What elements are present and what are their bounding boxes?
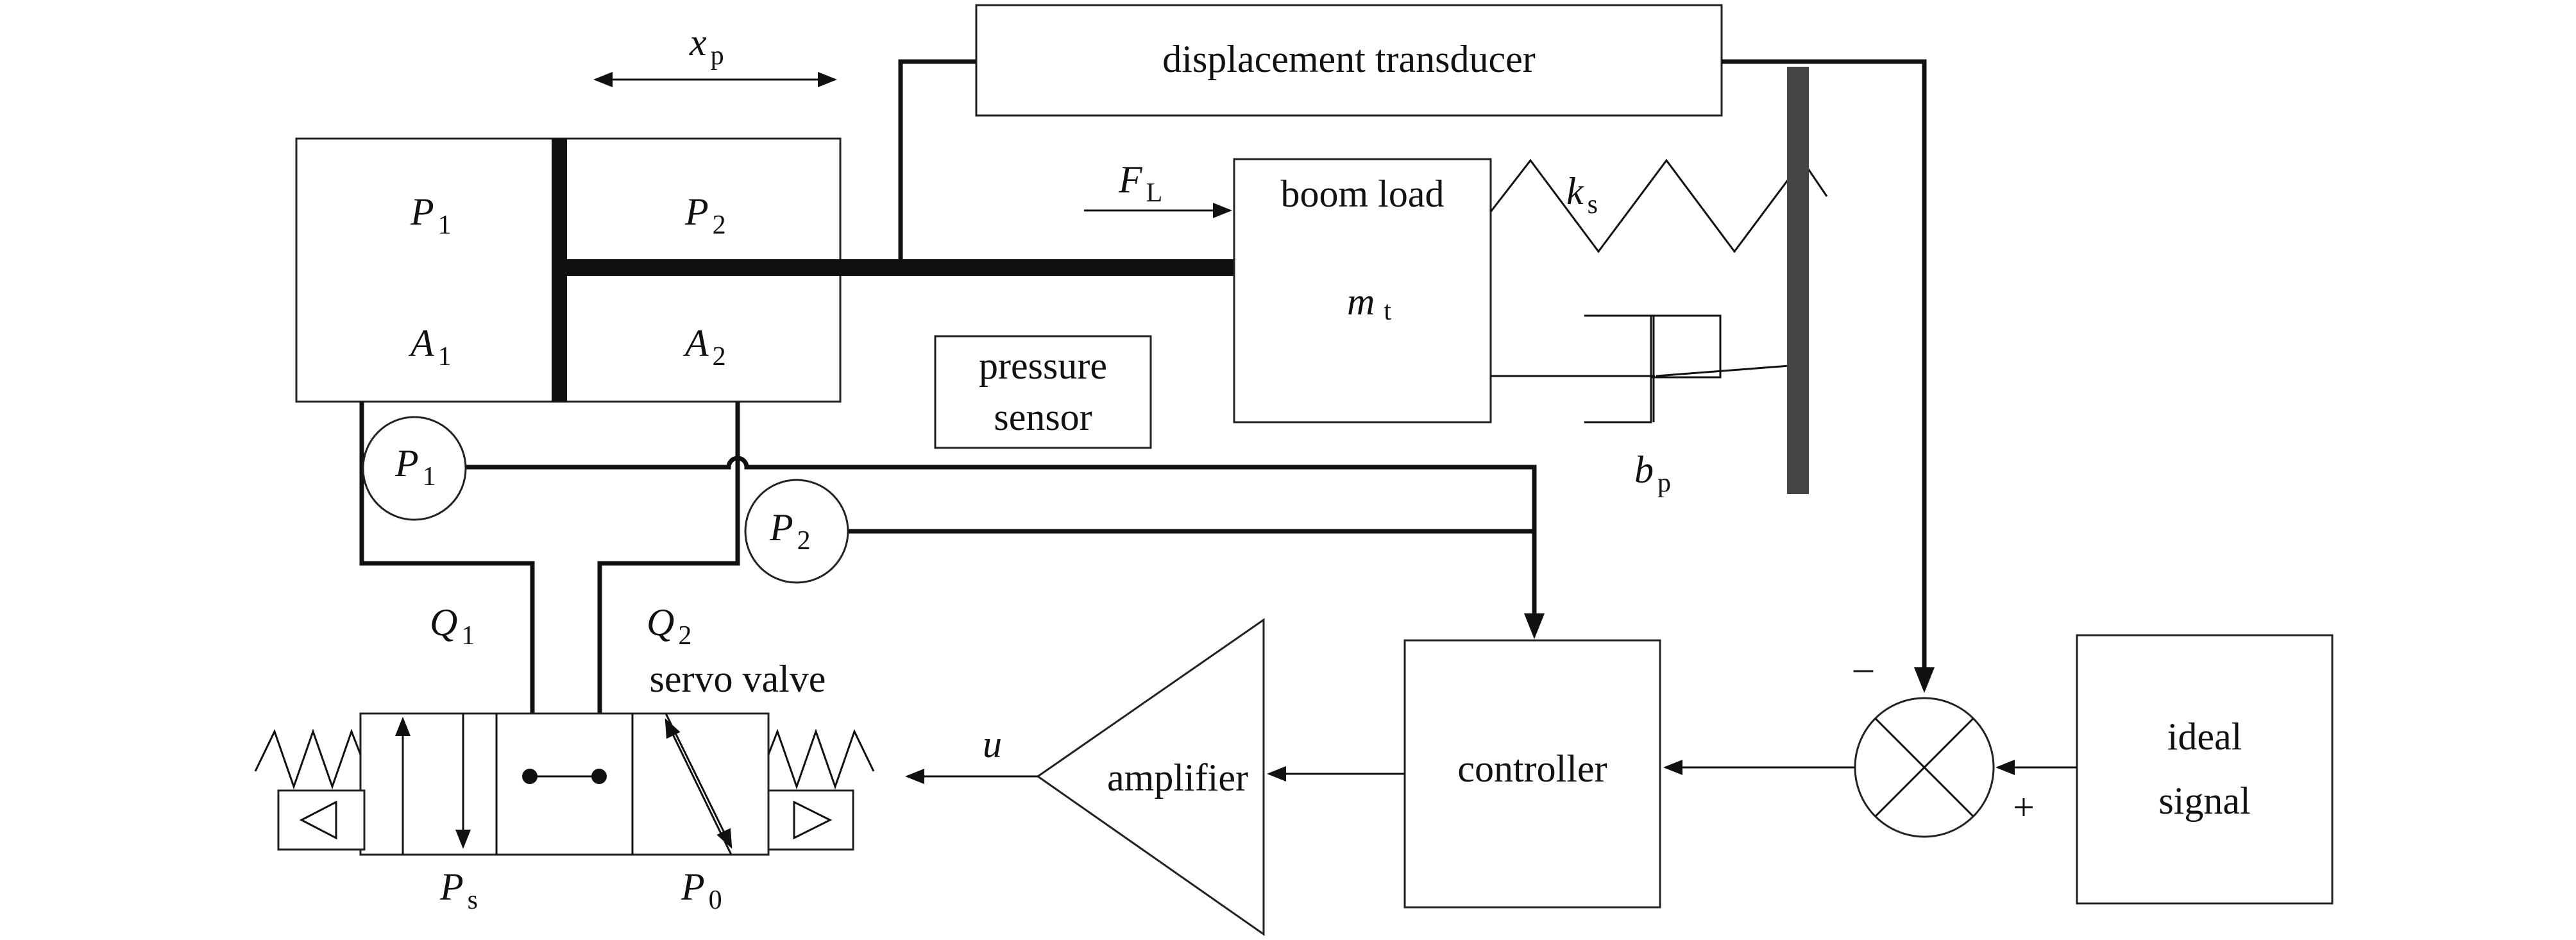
- line-Q1: [359, 402, 535, 714]
- ideal-signal-label-1: ideal: [2167, 715, 2242, 758]
- summing-junction: – +: [1663, 646, 2035, 838]
- boom-load-label: boom load: [1281, 173, 1445, 215]
- minus-sign: –: [1853, 646, 1874, 688]
- spring-ks: [1489, 158, 1828, 253]
- displacement-transducer: displacement transducer: [898, 4, 1935, 693]
- valve-cross-arrow-2: [665, 718, 733, 855]
- actuator-left-triangle: [299, 800, 337, 840]
- valve-spring-right: [767, 728, 875, 790]
- pressure-sensor-label-2: sensor: [994, 396, 1092, 438]
- pressure-sensor: pressure sensor: [934, 335, 1152, 449]
- plus-sign: +: [2013, 786, 2035, 828]
- pressure-gauge-P2: [744, 479, 849, 584]
- piston-rod: [567, 259, 1234, 276]
- transducer-input-line: [898, 59, 976, 259]
- valve-actuator-right: [767, 789, 854, 851]
- line-Q2: [597, 402, 740, 714]
- pressure-gauge-P1: [362, 416, 467, 521]
- valve-center-dot-left: [522, 769, 538, 784]
- boom-load-box: [1233, 158, 1492, 423]
- sum-cross-2: [1874, 717, 1974, 817]
- controller-label: controller: [1457, 748, 1607, 790]
- valve-center-dot-right: [591, 769, 607, 784]
- pressure-sensor-box: [934, 335, 1152, 449]
- amplifier: amplifier u: [905, 618, 1265, 936]
- servo-valve-body: [359, 712, 770, 856]
- actuator-right-triangle: [793, 800, 833, 840]
- damper-cylinder: [1584, 314, 1652, 423]
- P1-signal-line: [466, 456, 1537, 530]
- fixed-wall: [1787, 67, 1809, 494]
- valve-spring-left: [254, 728, 362, 790]
- damper-piston-box: [1650, 314, 1722, 379]
- P2-signal-line: [848, 529, 1537, 630]
- feedback-arrowhead: [1914, 667, 1935, 693]
- ideal-signal: ideal signal: [1996, 634, 2334, 905]
- pressure-sensor-label-1: pressure: [979, 345, 1107, 387]
- damper-rod-right: [1656, 364, 1790, 377]
- label-u: u: [983, 723, 1002, 765]
- ideal-signal-label-2: signal: [2158, 780, 2250, 822]
- controller-input-arrowhead: [1524, 613, 1545, 639]
- controller-box: [1403, 639, 1661, 909]
- transducer-output-line: [1722, 59, 1927, 687]
- servo-valve-label: servo valve: [650, 658, 826, 700]
- amplifier-label: amplifier: [1107, 756, 1248, 799]
- amplifier-triangle: [1036, 618, 1265, 936]
- valve-actuator-left: [277, 789, 366, 851]
- controller: controller: [1267, 639, 1661, 909]
- ideal-signal-box: [2076, 634, 2334, 905]
- displacement-transducer-label: displacement transducer: [1162, 38, 1535, 80]
- piston: [552, 139, 567, 402]
